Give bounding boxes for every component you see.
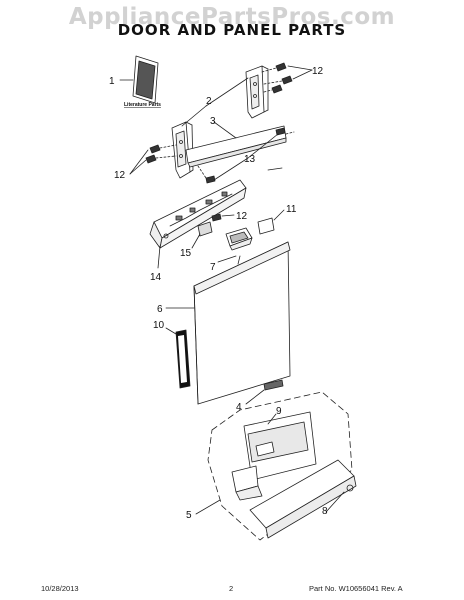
callout-15: 15: [180, 248, 192, 259]
callout-12-left: 12: [114, 170, 126, 181]
toe-panel-part: [249, 459, 357, 539]
callout-10: 10: [153, 320, 165, 331]
callout-7: 7: [210, 262, 216, 273]
assembly-outline: [207, 391, 353, 541]
literature-parts-caption: Literature Parts: [124, 102, 161, 108]
callout-5: 5: [186, 510, 192, 521]
right-hinge-bracket-part: [245, 62, 313, 119]
page-title: DOOR AND PANEL PARTS: [117, 21, 347, 39]
callout-11: 11: [286, 204, 297, 215]
small-clip-part: [245, 379, 284, 405]
callout-6: 6: [157, 304, 163, 315]
callout-9: 9: [276, 406, 282, 417]
door-strip-part: [165, 327, 191, 389]
footer-date: 10/28/2013: [41, 584, 79, 593]
callout-12-top: 12: [312, 66, 324, 77]
inner-door-panel-part: [231, 411, 317, 501]
footer-part-number: Part No. W10656041 Rev. A: [309, 584, 403, 593]
callout-8: 8: [322, 506, 328, 517]
outer-door-panel-part: [165, 241, 291, 405]
channel-bracket-part: [185, 121, 295, 184]
callout-2: 2: [206, 96, 212, 107]
callout-14: 14: [150, 272, 162, 283]
watermark: AppliancePartsPros.com: [68, 4, 396, 30]
small-label-part: [257, 209, 285, 235]
control-console-part: [149, 179, 247, 269]
literature-booklet-part: [119, 55, 159, 104]
left-hinge-bracket-part: [129, 77, 249, 179]
callout-12-mid: 12: [236, 211, 248, 222]
callout-4: 4: [236, 402, 242, 413]
callout-13: 13: [244, 154, 256, 165]
door-handle-part: [217, 227, 253, 265]
callout-3: 3: [210, 116, 216, 127]
footer-page-number: 2: [229, 584, 234, 593]
callout-1: 1: [109, 76, 115, 87]
